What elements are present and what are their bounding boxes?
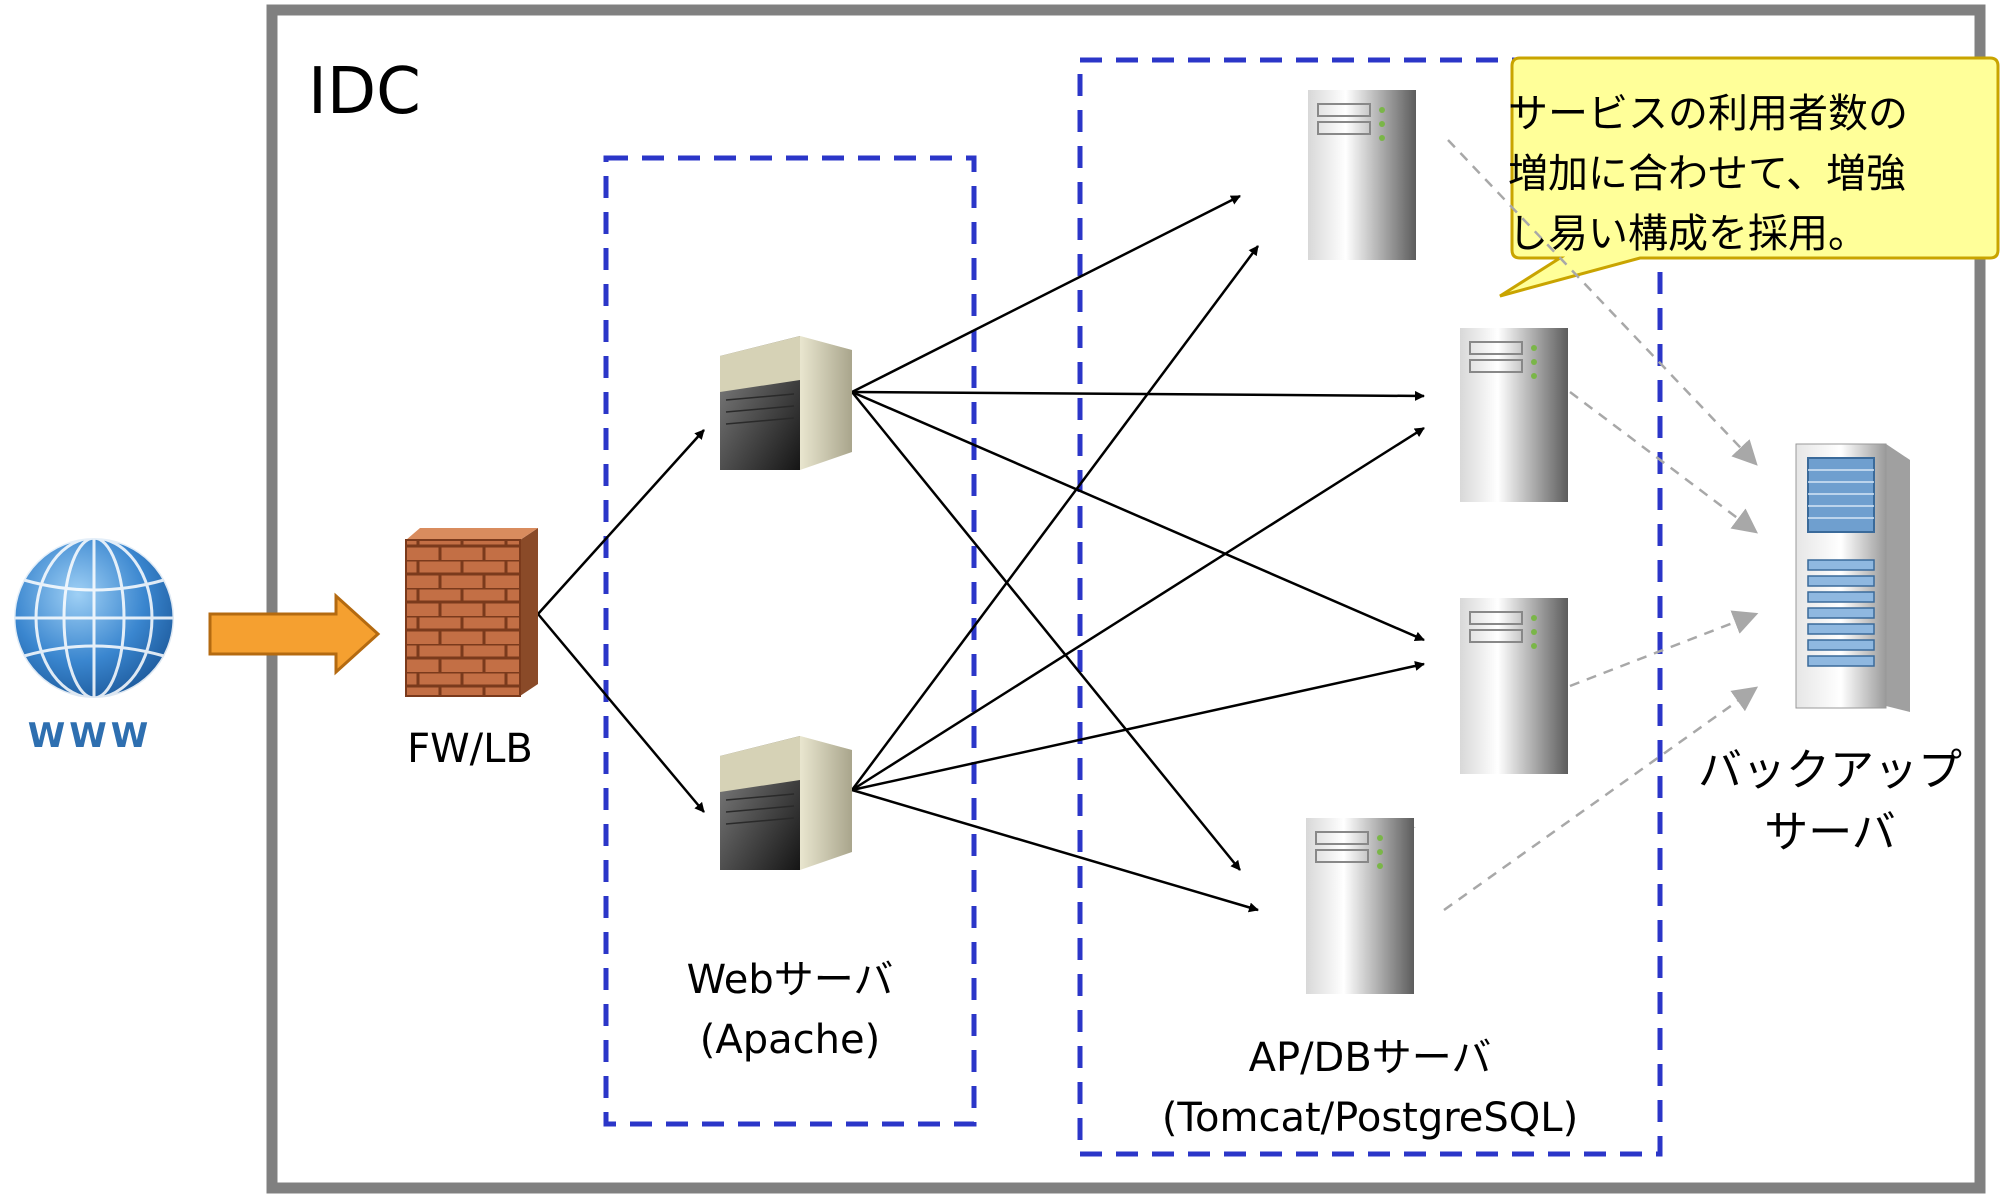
arrow-web2-ap3: [851, 661, 1425, 792]
web-server-icon: [720, 336, 852, 470]
brick-firewall-icon: [405, 528, 538, 697]
backup-arrow-4: [1443, 686, 1759, 912]
tower-server-icon: [1308, 90, 1416, 260]
callout-text: サービスの利用者数の 増加に合わせて、増強 し易い構成を採用。: [1508, 84, 1988, 264]
backup-arrow-1: [1447, 139, 1758, 466]
backup-server-label-line2: サーバ: [1764, 807, 1896, 858]
idc-frame: [266, 4, 1986, 1194]
tower-server-icon: [1306, 818, 1416, 994]
apdb-server-label-line1: AP/DBサーバ: [1248, 1035, 1492, 1081]
backup-arrow-3: [1569, 610, 1759, 688]
www-label: WWW: [27, 716, 153, 756]
callout-line1: サービスの利用者数の: [1508, 91, 1908, 137]
arrow-web1-ap2: [851, 390, 1425, 401]
callout-line2: 増加に合わせて、増強: [1508, 151, 1906, 197]
tower-server-icon: [1460, 328, 1568, 502]
idc-label: IDC: [308, 55, 421, 129]
callout-bubble: [1499, 56, 2000, 298]
web-server-group: [603, 155, 977, 1127]
web-server-label-line1: Webサーバ: [686, 957, 894, 1003]
tower-server-icon: [1460, 598, 1568, 774]
apdb-server-label-line2: (Tomcat/PostgreSQL): [1161, 1095, 1579, 1141]
arrow-web2-ap2: [851, 426, 1425, 792]
arrow-fw-web2: [537, 613, 705, 813]
backup-arrow-2: [1569, 391, 1758, 534]
backup-server-label-line1: バックアップ: [1698, 745, 1962, 796]
arrow-web1-ap4: [851, 391, 1241, 871]
web-server-icon: [720, 736, 852, 870]
arrow-web1-ap3: [851, 390, 1425, 642]
fwlb-label: FW/LB: [407, 726, 533, 772]
arrow-fw-web1: [537, 429, 705, 615]
apdb-server-label: AP/DBサーバ (Tomcat/PostgreSQL): [1120, 1028, 1620, 1148]
callout-line3: し易い構成を採用。: [1508, 211, 1868, 257]
web-server-label-line2: (Apache): [699, 1017, 881, 1063]
apdb-server-group: [1077, 57, 1663, 1157]
arrow-web1-ap1: [851, 194, 1241, 394]
arrow-web2-ap4: [851, 788, 1259, 913]
globe-icon: [12, 536, 176, 700]
rack-server-icon: [1795, 443, 1910, 712]
backup-server-label: バックアップ サーバ: [1690, 740, 1970, 864]
web-server-label: Webサーバ (Apache): [640, 950, 940, 1070]
entry-arrow: [208, 592, 381, 676]
arrow-web2-ap1: [850, 245, 1260, 791]
